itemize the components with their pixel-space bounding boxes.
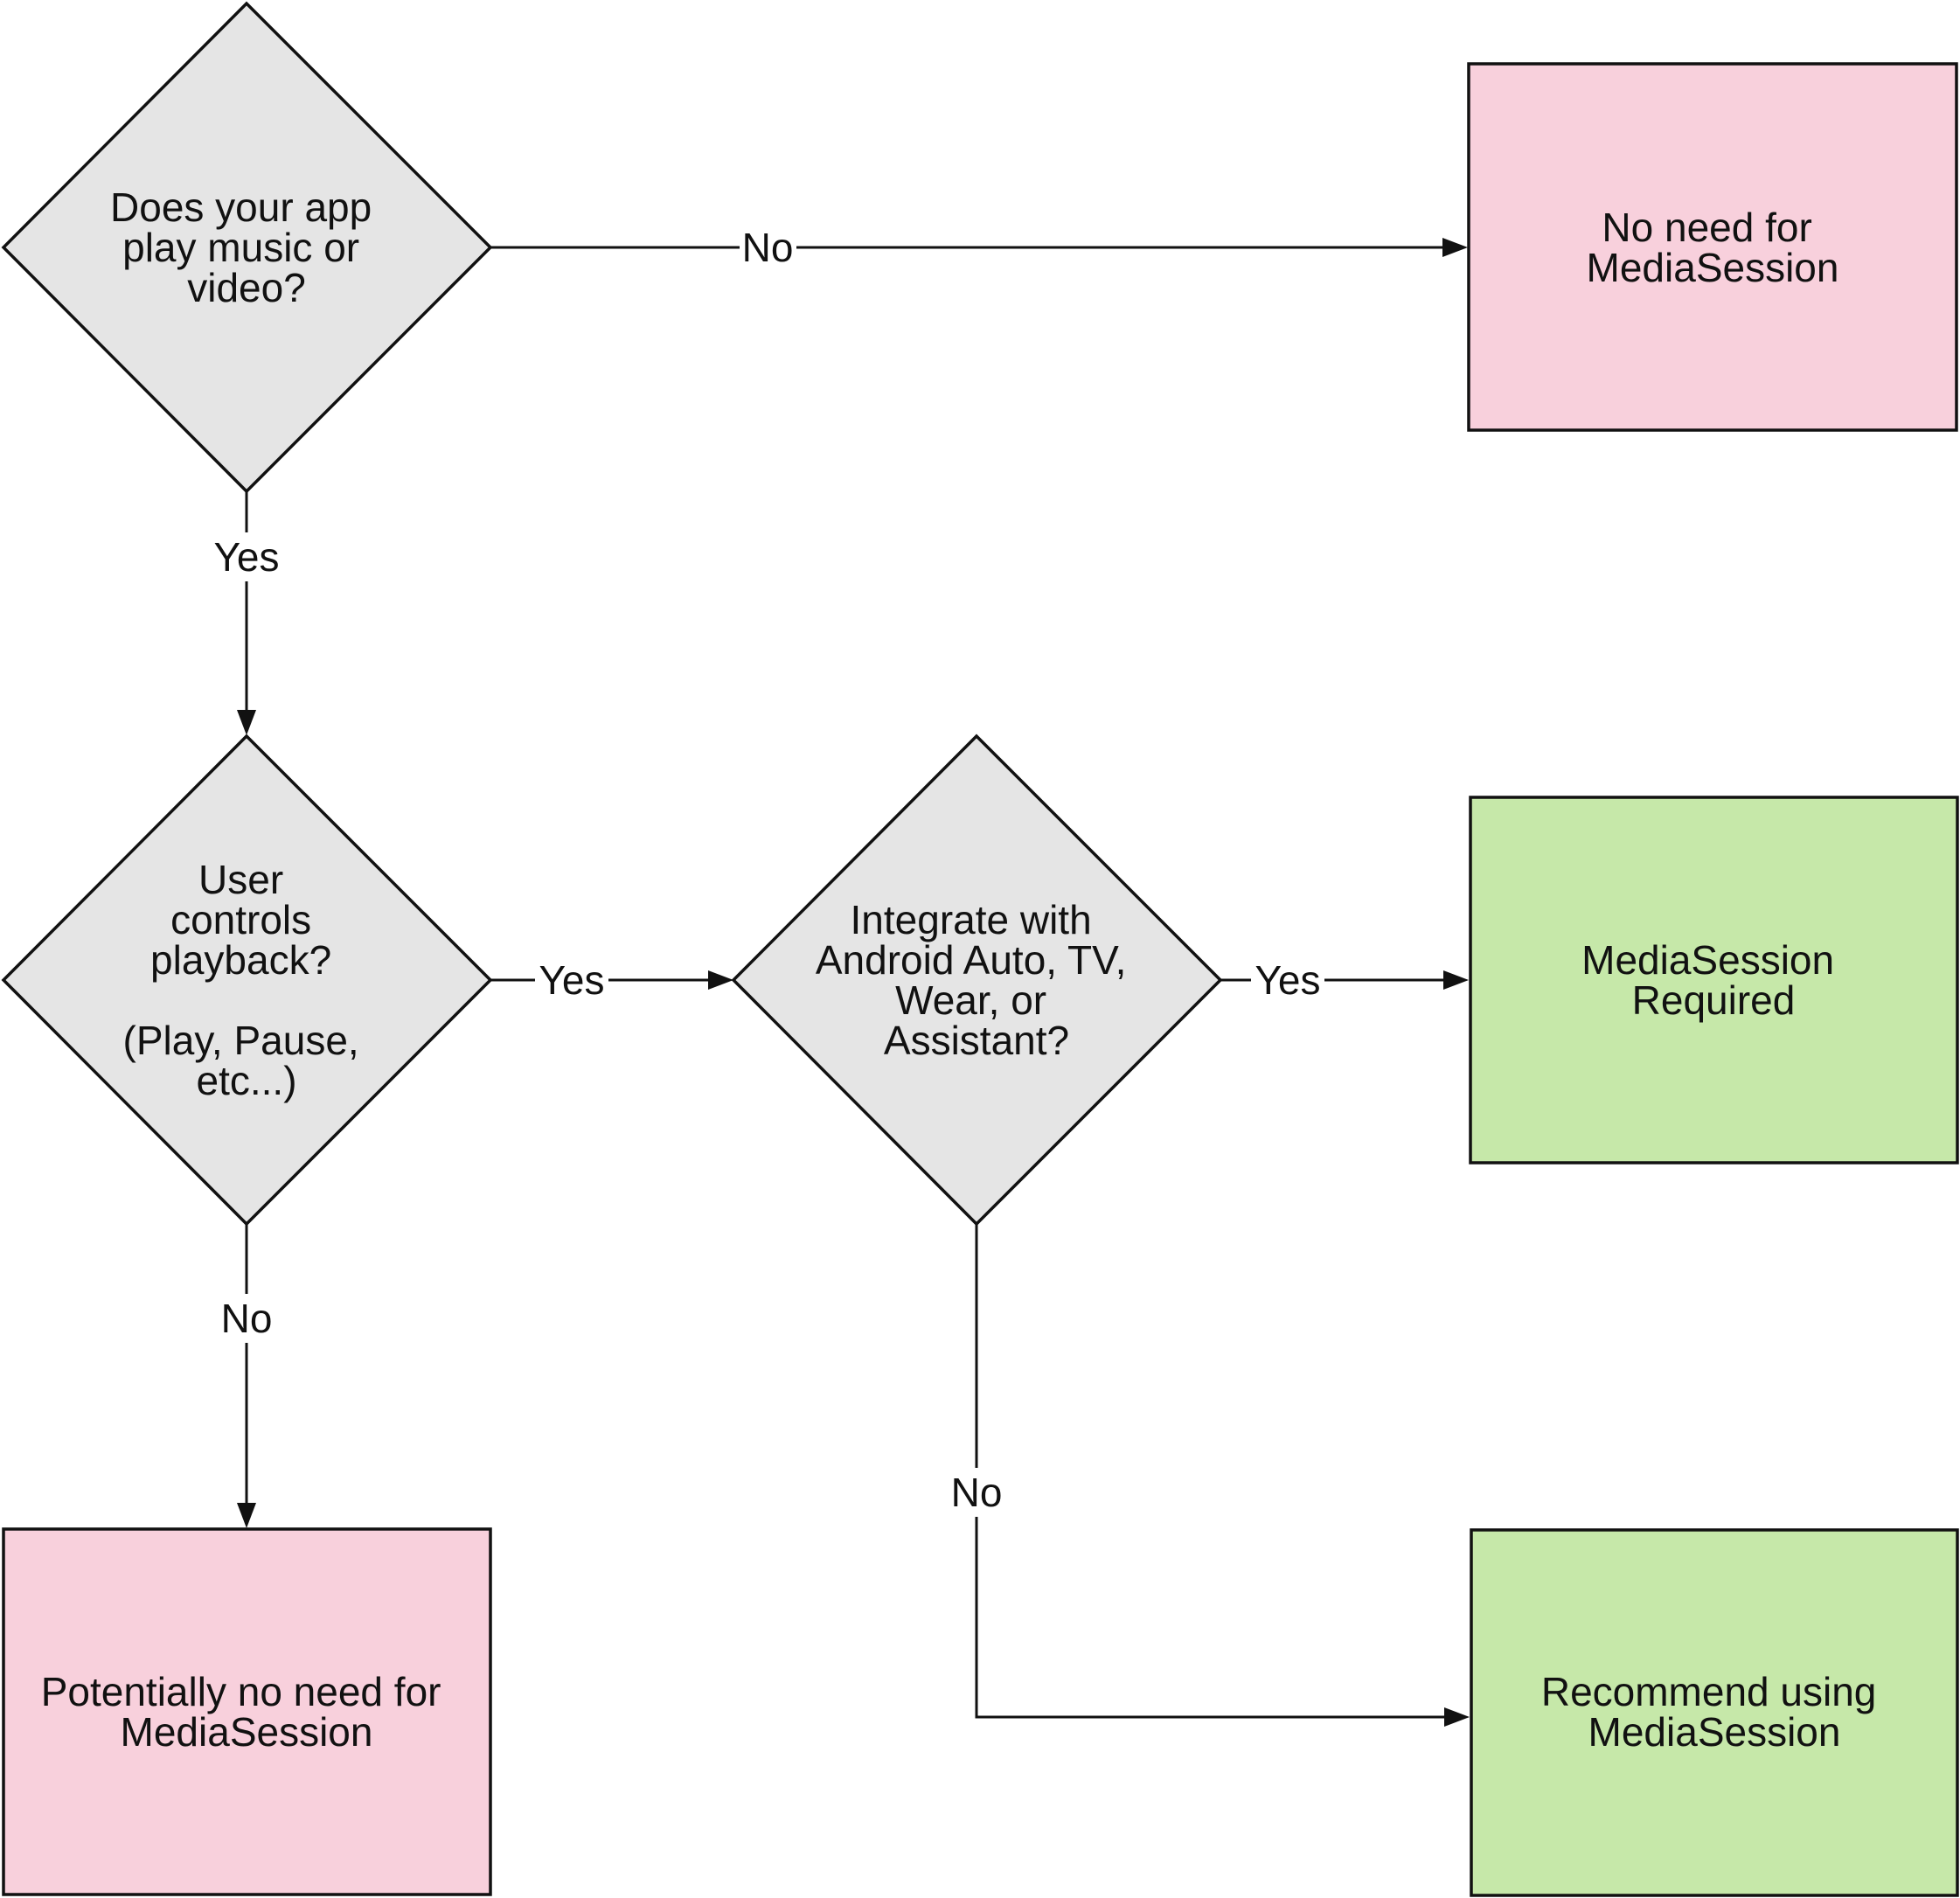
text-line: (Play, Pause,	[123, 1018, 359, 1063]
edge-label-integrate-no: No	[951, 1470, 1003, 1515]
text-line: Does your app	[110, 184, 372, 230]
edge-label-play-no: No	[742, 225, 794, 270]
result-box	[1470, 1528, 1959, 1897]
text-line: etc...)	[196, 1058, 296, 1103]
result-box	[1469, 796, 1959, 1165]
text-line: User	[198, 857, 283, 902]
result-box	[1467, 62, 1958, 432]
result-text: Potentially no need for MediaSession	[41, 1669, 453, 1755]
text-line: MediaSession	[1588, 1709, 1841, 1755]
decision-diamond	[1, 733, 493, 1227]
arrowhead-play-yes	[237, 710, 256, 735]
label-bg-play-yes	[210, 532, 283, 581]
decision-text: Does your app play music or video?	[110, 184, 383, 310]
text-line: Android Auto, TV,	[816, 937, 1127, 983]
edge-integrate-no	[975, 1224, 1444, 1719]
edge-label-controls-yes: Yes	[539, 957, 604, 1003]
text-line: MediaSession	[1581, 937, 1834, 983]
text-line: Assistant?	[884, 1018, 1069, 1063]
arrowhead-play-no	[1442, 238, 1468, 257]
label-bg-play-no	[740, 223, 796, 272]
result-text: No need for MediaSession	[1587, 205, 1839, 290]
label-bg-integrate-no	[949, 1468, 1005, 1517]
text-line: controls	[170, 897, 311, 942]
decision-play-media: Does your app play music or video?	[1, 1, 493, 494]
edge-label-controls-no: No	[221, 1296, 273, 1341]
text-line: Integrate with	[851, 897, 1092, 942]
decision-text: Integrate with Android Auto, TV, Wear, o…	[816, 897, 1137, 1063]
label-bg-controls-yes	[535, 956, 608, 1005]
decision-integrate: Integrate with Android Auto, TV, Wear, o…	[731, 733, 1223, 1227]
decision-user-controls: User controls playback? (Play, Pause, et…	[1, 733, 493, 1227]
decision-diamond	[731, 733, 1223, 1227]
text-line: Potentially no need for	[41, 1669, 441, 1714]
text-line: MediaSession	[121, 1709, 373, 1755]
edge-labels: No Yes Yes Yes No No	[210, 223, 1324, 1517]
text-line: No need for	[1602, 205, 1811, 250]
edge-label-integrate-yes: Yes	[1255, 957, 1320, 1003]
decision-text: User controls playback? (Play, Pause, et…	[123, 857, 371, 1103]
text-line: Recommend using	[1541, 1669, 1877, 1714]
arrowhead-controls-yes	[708, 970, 733, 990]
result-required: MediaSession Required	[1469, 796, 1959, 1165]
result-text: Recommend using MediaSession	[1541, 1669, 1887, 1755]
text-line: MediaSession	[1587, 245, 1839, 290]
label-bg-integrate-yes	[1251, 956, 1324, 1005]
edge-label-play-yes: Yes	[213, 534, 279, 580]
arrowhead-integrate-no	[1444, 1707, 1470, 1727]
decision-diamond	[1, 1, 493, 494]
result-text: MediaSession Required	[1581, 937, 1845, 1023]
result-box	[2, 1527, 492, 1896]
text-line: playback?	[150, 937, 331, 983]
text-line: Wear, or	[895, 977, 1046, 1023]
result-no-need: No need for MediaSession	[1467, 62, 1958, 432]
arrowhead-controls-no	[237, 1503, 256, 1528]
label-bg-controls-no	[219, 1294, 275, 1343]
text-line: video?	[187, 265, 306, 310]
result-potentially-no-need: Potentially no need for MediaSession	[2, 1527, 492, 1896]
text-line: play music or	[122, 225, 359, 270]
arrowhead-integrate-yes	[1443, 970, 1469, 990]
text-line: Required	[1632, 977, 1796, 1023]
result-recommend: Recommend using MediaSession	[1470, 1528, 1959, 1897]
